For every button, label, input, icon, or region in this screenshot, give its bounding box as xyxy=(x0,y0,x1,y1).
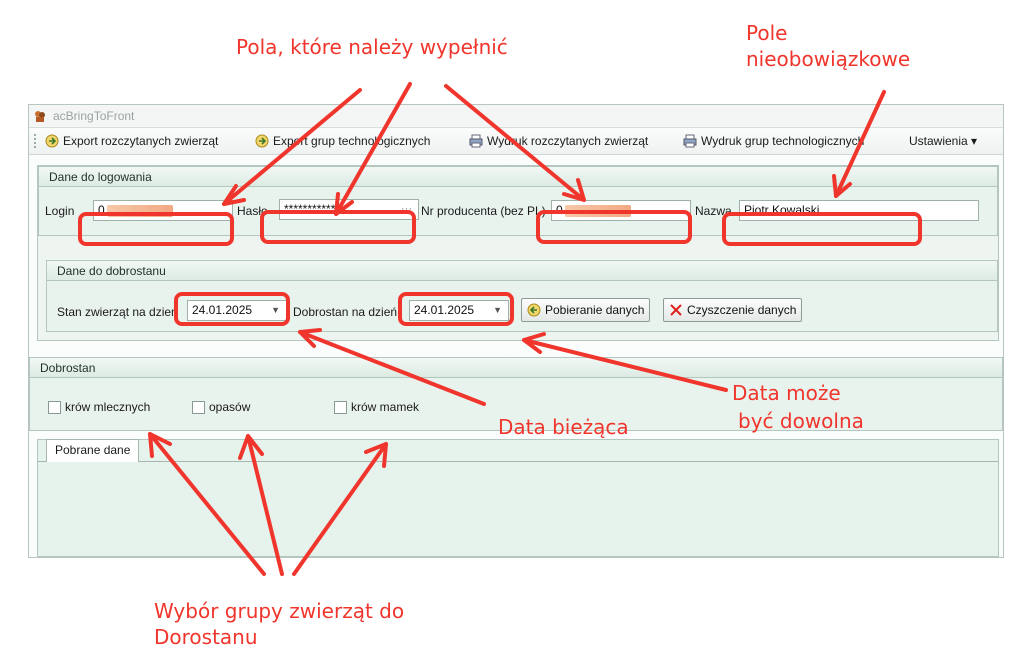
login-and-data-panel: Dane do logowania Login 0 Hasło ********… xyxy=(37,165,999,341)
welfare-data-group-header: Dane do dobrostanu xyxy=(47,261,997,281)
password-value: ************ xyxy=(284,202,341,216)
annotation-optional-line1: Pole xyxy=(746,21,788,45)
fattening-label: opasów xyxy=(209,400,251,414)
dairy-cows-label: krów mlecznych xyxy=(65,400,151,414)
login-group-header: Dane do logowania xyxy=(39,167,997,187)
name-value: Piotr Kowalski xyxy=(744,203,820,217)
welfare-date-value: 24.01.2025 xyxy=(414,303,475,317)
login-value: 0 xyxy=(98,203,105,217)
window-title: acBringToFront xyxy=(53,109,135,123)
checkbox-box[interactable] xyxy=(334,400,347,414)
redacted-mask xyxy=(564,204,631,217)
close-icon xyxy=(670,304,682,316)
stock-date-label: Stan zwierząt na dzień xyxy=(57,305,178,319)
print-counted-label: Wydruk rozczytanych zwierząt xyxy=(487,134,649,148)
export-groups-button[interactable]: Export grup technologicznych xyxy=(255,128,430,154)
welfare-date-picker[interactable]: 24.01.2025 ▼ xyxy=(409,300,509,321)
login-label: Login xyxy=(45,204,75,218)
welfare-group: Dobrostan krów mlecznych opasów krów mam… xyxy=(29,357,1003,431)
redacted-mask xyxy=(106,204,173,217)
annotation-any-date-line1: Data może xyxy=(732,381,841,405)
settings-label: Ustawienia ▾ xyxy=(909,134,978,148)
export-icon xyxy=(255,134,269,148)
print-groups-button[interactable]: Wydruk grup technologicznych xyxy=(683,128,864,154)
fetch-data-button[interactable]: Pobieranie danych xyxy=(521,298,651,322)
annotation-any-date-line2: być dowolna xyxy=(738,409,864,433)
tab-divider xyxy=(38,461,998,462)
annotation-group-choice-line1: Wybór grupy zwierząt do xyxy=(154,599,405,623)
export-groups-label: Export grup technologicznych xyxy=(273,134,431,148)
tab-downloaded-data[interactable]: Pobrane dane xyxy=(46,439,140,462)
name-input[interactable]: Piotr Kowalski xyxy=(739,200,979,221)
app-window: acBringToFront Export rozczytanych zwier… xyxy=(28,104,1004,558)
suckler-cows-checkbox[interactable]: krów mamek xyxy=(334,400,419,414)
annotation-group-choice-line2: Dorostanu xyxy=(154,625,258,649)
checkbox-box[interactable] xyxy=(192,400,205,414)
producer-number-value: 0 xyxy=(556,203,563,217)
stock-date-value: 24.01.2025 xyxy=(192,303,253,317)
suckler-cows-label: krów mamek xyxy=(351,400,420,414)
password-reveal-button[interactable]: ··· xyxy=(401,203,412,215)
annotation-fields-to-fill: Pola, które należy wypełnić xyxy=(236,35,508,59)
dairy-cows-checkbox[interactable]: krów mlecznych xyxy=(48,400,150,414)
clear-data-label: Czyszczenie danych xyxy=(687,303,797,317)
password-input[interactable]: ************ ··· xyxy=(279,199,419,220)
settings-menu[interactable]: Ustawienia ▾ xyxy=(909,128,977,154)
producer-number-input[interactable]: 0 xyxy=(551,200,691,221)
name-label: Nazwa xyxy=(695,204,732,218)
login-group: Dane do logowania Login 0 Hasło ********… xyxy=(38,166,998,236)
fetch-data-label: Pobieranie danych xyxy=(545,303,645,317)
welfare-date-label: Dobrostan na dzień xyxy=(293,305,398,319)
stock-date-picker[interactable]: 24.01.2025 ▼ xyxy=(187,300,287,321)
welfare-group-header: Dobrostan xyxy=(30,358,1002,378)
chevron-down-icon[interactable]: ▼ xyxy=(493,305,502,315)
title-bar: acBringToFront xyxy=(29,105,1003,128)
download-icon xyxy=(527,303,541,317)
fattening-checkbox[interactable]: opasów xyxy=(192,400,250,414)
printer-icon xyxy=(469,134,483,148)
export-counted-button[interactable]: Export rozczytanych zwierząt xyxy=(45,128,218,154)
tab-panel: Pobrane dane xyxy=(37,439,999,557)
printer-icon xyxy=(683,134,697,148)
annotation-current-date: Data bieżąca xyxy=(498,415,629,439)
print-groups-label: Wydruk grup technologicznych xyxy=(701,134,865,148)
annotation-optional-line2: nieobowiązkowe xyxy=(746,47,911,71)
checkbox-box[interactable] xyxy=(48,400,61,414)
toolbar: Export rozczytanych zwierząt Export grup… xyxy=(29,128,1003,155)
export-icon xyxy=(45,134,59,148)
clear-data-button[interactable]: Czyszczenie danych xyxy=(663,298,803,322)
print-counted-button[interactable]: Wydruk rozczytanych zwierząt xyxy=(469,128,648,154)
password-label: Hasło xyxy=(237,204,268,218)
toolbar-grip[interactable] xyxy=(34,134,38,148)
export-counted-label: Export rozczytanych zwierząt xyxy=(63,134,219,148)
producer-number-label: Nr producenta (bez PL) xyxy=(421,204,546,218)
login-input[interactable]: 0 xyxy=(93,200,233,221)
welfare-data-group: Dane do dobrostanu Stan zwierząt na dzie… xyxy=(46,260,998,332)
app-icon xyxy=(35,111,45,122)
chevron-down-icon[interactable]: ▼ xyxy=(271,305,280,315)
